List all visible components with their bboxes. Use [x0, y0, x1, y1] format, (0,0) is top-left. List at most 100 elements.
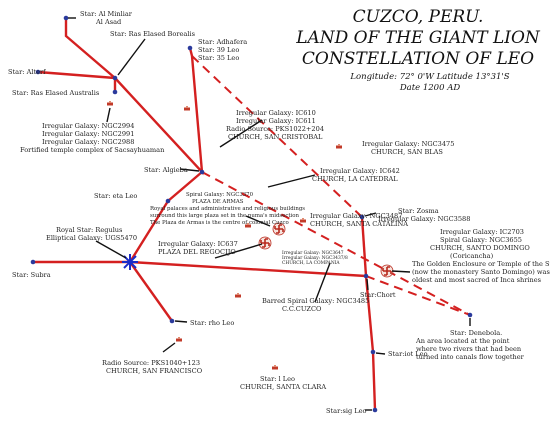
svg-text:Irregular Galaxy: NGC3647: Irregular Galaxy: NGC3647 Irregular Gala…: [282, 251, 349, 266]
label-denebola: Star: Denebola.: [450, 329, 502, 337]
label-santo-domingo: CHURCH, SANTO DOMINGO: [430, 244, 530, 252]
river-middle: [201, 171, 471, 316]
label-la-compania: CHURCH, LA COMPANIA: [282, 261, 340, 266]
label-ngc3437: Irregular Galaxy: NGC3437/8: [282, 256, 348, 261]
coordinates-text: Longitude: 72° 0'W Latitude 13°31'S: [349, 72, 509, 82]
leader-arrows: [68, 17, 471, 411]
sun-symbols: [258, 222, 394, 278]
line-chort-zosma: [360, 216, 368, 277]
label-ngc3655: Spiral Galaxy: NGC3655: [440, 236, 522, 244]
label-plaza-armas-desc-3: The Plaza de Armas is the centre of colo…: [150, 220, 289, 226]
star-dots: [30, 15, 473, 413]
label-ngc3588: Irregular Galaxy: NGC3588: [378, 215, 470, 223]
line-alterf: [37, 70, 116, 80]
star-dot-subra: [30, 259, 36, 265]
label-eta-leo: Star: eta Leo: [94, 192, 137, 200]
line-regulus-rho: [129, 261, 173, 322]
star-dot-algieba: [199, 169, 205, 175]
river-upper: [191, 55, 363, 218]
label-rho-leo: Star: rho Leo: [190, 319, 234, 327]
label-ngc3475: Irregular Galaxy: NGC3475: [362, 140, 454, 148]
label-ngc3647: Irregular Galaxy: NGC3647: [282, 251, 344, 256]
label-coricancha-desc-1: The Golden Enclosure or Temple of the Su…: [412, 260, 550, 268]
label-algieba: Star: Algieba: [144, 166, 188, 174]
label-san-francisco: CHURCH, SAN FRANCISCO: [106, 367, 203, 375]
label-ngc3487: Irregular Galaxy: NGC3487: [310, 212, 402, 220]
arrow-rho: [174, 320, 188, 323]
svg-text:Star: Denebola. An area: Star: Denebola. An area located at the p…: [415, 329, 525, 361]
arrow-ic2703: [391, 270, 411, 273]
svg-text:Irregular Galaxy: NGC3475: Irregular Galaxy: NGC3475 CHURCH, SAN BL…: [362, 140, 457, 156]
label-ngc2988: Irregular Galaxy: NGC2988: [42, 138, 134, 146]
label-plaza-regocijo: PLAZA DEL REGOCIJO: [158, 248, 236, 256]
label-santa-catalina: CHURCH, SANTA CATALINA: [310, 220, 408, 228]
label-ngc2991: Irregular Galaxy: NGC2991: [42, 130, 134, 138]
label-denebola-desc-1: An area located at the point: [415, 337, 510, 345]
title-line-3: CONSTELLATION OF LEO: [302, 49, 534, 69]
arrow-chort: [366, 278, 369, 291]
church-marker-icon: [184, 106, 190, 111]
arrow-ic642: [267, 174, 316, 188]
church-marker-icon: [300, 218, 306, 223]
label-ngc3370: Spiral Galaxy: NGC3370: [186, 192, 254, 198]
arrow-ras-borealis: [117, 38, 146, 76]
star-dot-ras-australis: [112, 89, 118, 95]
church-marker-icon: [336, 144, 342, 149]
svg-text:Star: l Leo CHURCH, SANT: Star: l Leo CHURCH, SANTA CLARA: [240, 375, 326, 391]
church-marker-icon: [176, 337, 182, 342]
arrow-pks1040: [162, 342, 176, 353]
title-line-2: LAND OF THE GIANT LION: [295, 28, 541, 48]
star-dot-chort: [363, 273, 369, 279]
svg-text:Irregular Galaxy: IC637: Irregular Galaxy: IC637 PLAZA DEL REGOCI…: [158, 240, 240, 256]
svg-text:Irregular Galaxy: IC642: Irregular Galaxy: IC642 CHURCH, LA CATED…: [312, 167, 402, 183]
label-ic611: Irregular Galaxy: IC611: [236, 117, 316, 125]
svg-text:Star: Zosma Irregular Ga: Star: Zosma Irregular Galaxy: NGC3588: [378, 207, 470, 223]
label-denebola-desc-2: where two rivers that had been: [416, 345, 522, 353]
place-labels: Irregular Galaxy: IC610 Irregular Galaxy…: [20, 109, 550, 391]
label-la-catedral: CHURCH, LA CATEDRAL: [312, 175, 398, 183]
label-l-leo: Star: l Leo: [260, 375, 295, 383]
svg-text:Barred Spiral Galaxy: NGC3485: Barred Spiral Galaxy: NGC3485 C.C.CUZCO: [262, 297, 371, 313]
label-plaza-armas: PLAZA DE ARMAS: [192, 199, 244, 205]
label-santa-clara: CHURCH, SANTA CLARA: [240, 383, 326, 391]
arrow-ngc3485: [314, 262, 331, 303]
date-text: Date 1200 AD: [399, 83, 461, 93]
svg-text:Royal Star: Regulus Elli: Royal Star: Regulus Elliptical Galaxy: U…: [46, 226, 137, 242]
label-cc-cuzco: C.C.CUZCO: [282, 305, 322, 313]
church-marker-icon: [107, 101, 113, 106]
label-zosma: Star: Zosma: [398, 207, 439, 215]
arrow-algieba: [179, 168, 200, 172]
label-alterf: Star: Alterf: [8, 68, 46, 76]
svg-text:Irregular Galaxy: IC2703: Irregular Galaxy: IC2703 Spiral Galaxy: …: [412, 228, 550, 284]
label-denebola-desc-3: turned into canals flow together: [416, 353, 525, 361]
church-marker-icon: [235, 293, 241, 298]
label-coricancha-desc-3: oldest and most sacred of Inca shrines: [412, 276, 542, 284]
label-adhafera: Star: Adhafera: [198, 38, 247, 46]
star-dot-zosma: [359, 214, 365, 220]
label-pks1040: Radio Source: PKS1040+123: [102, 359, 200, 367]
svg-text:Star: Al Minliar Al Asad: Star: Al Minliar Al Asad: [80, 10, 134, 26]
river-lower: [365, 275, 471, 316]
label-chort: Star:Chort: [360, 291, 396, 299]
star-dot-al-minliar: [63, 15, 69, 21]
label-ngc3485: Barred Spiral Galaxy: NGC3485: [262, 297, 369, 305]
arrow-ic637: [214, 243, 263, 259]
arrow-iota: [375, 352, 386, 355]
label-coricancha: (Coricancha): [450, 252, 494, 260]
swastika-sun-symbol-icon: [380, 264, 394, 278]
svg-text:Star: Adhafera Star: 39: Star: Adhafera Star: 39 Leo Star: 35 Leo: [198, 38, 249, 62]
star-dot-eta-leo: [165, 198, 171, 204]
label-coricancha-desc-2: (now the monastery Santo Domingo) was th…: [412, 268, 550, 276]
star-dot-sig-leo: [372, 407, 378, 413]
label-al-minliar-1: Star: Al Minliar: [80, 10, 133, 18]
label-ic610: Irregular Galaxy: IC610: [236, 109, 316, 117]
label-35-leo: Star: 35 Leo: [198, 54, 239, 62]
label-san-blas: CHURCH, SAN BLAS: [371, 148, 443, 156]
river-dashed-lines: [191, 55, 471, 316]
label-al-minliar-2: Al Asad: [95, 18, 122, 26]
arrow-regulus: [95, 240, 127, 259]
arrow-ngc3370: [245, 215, 271, 227]
label-plaza-armas-desc-1: Royal palaces and administrative and rel…: [150, 206, 305, 212]
